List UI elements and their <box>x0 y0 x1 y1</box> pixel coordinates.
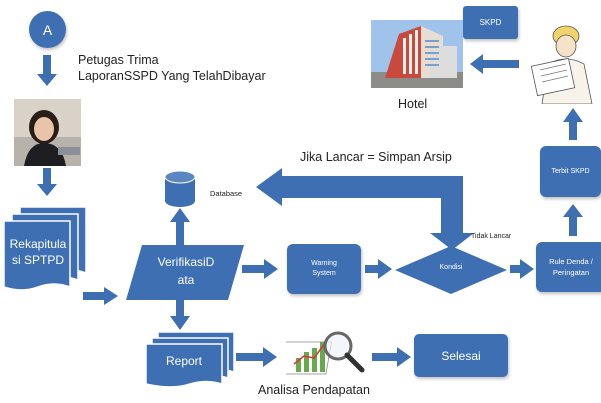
arrow-a-down <box>37 55 57 86</box>
hotel-image <box>371 20 463 88</box>
verifikasi-line1: VerifikasiD <box>157 255 215 269</box>
arrow-report-analisa <box>236 347 277 367</box>
start-connector-a: A <box>29 11 66 48</box>
arrow-to-skpd <box>470 54 519 74</box>
rekapitulasi-document: Rekapitula si SPTPD <box>4 207 86 293</box>
selesai-label: Selesai <box>441 348 481 363</box>
analisa-chart-illustration <box>279 328 368 378</box>
start-connector-label: A <box>42 21 53 38</box>
rule-line1: Rule Denda / <box>549 257 593 266</box>
warning-system-box: Warning System <box>287 244 361 294</box>
verifikasi-line2: ata <box>177 273 195 287</box>
verifikasi-data: VerifikasiD ata <box>126 245 244 300</box>
arrow-terbit-up <box>563 108 583 140</box>
person-photo <box>14 99 81 166</box>
report-document: Report <box>146 332 234 388</box>
arrow-analisa-selesai <box>372 347 411 367</box>
kondisi-decision: Kondisi <box>395 246 507 294</box>
warning-line2: System <box>312 270 336 277</box>
worker-illustration <box>522 6 601 105</box>
hotel-label: Hotel <box>398 97 428 111</box>
jika-lancar-label: Jika Lancar = Simpan Arsip <box>300 150 452 164</box>
rule-line2: Peringatan <box>552 268 590 277</box>
note-petugas: Petugas Trima LaporanSSPD Yang TelahDiba… <box>78 52 266 84</box>
rekapitulasi-line1: Rekapitula <box>9 237 67 251</box>
note-petugas-line1: Petugas Trima <box>78 53 159 67</box>
arrow-verif-down <box>170 300 190 330</box>
analisa-label: Analisa Pendapatan <box>258 383 370 397</box>
note-petugas-line2: LaporanSSPD Yang TelahDibayar <box>78 69 266 83</box>
database-cylinder <box>164 170 196 208</box>
tidak-lancar-label: Tidak Lancar <box>471 233 512 240</box>
rekapitulasi-line2: si SPTPD <box>11 253 64 267</box>
arrow-kondisi-database <box>256 168 474 250</box>
arrow-verif-warning <box>242 259 278 279</box>
skpd-box: SKPD <box>463 6 518 39</box>
warning-line1: Warning <box>311 260 337 267</box>
arrow-rule-up <box>563 204 583 236</box>
arrow-verif-up <box>170 208 190 245</box>
arrow-warning-kondisi <box>365 259 392 279</box>
terbit-skpd-box: Terbit SKPD <box>540 146 601 197</box>
report-label: Report <box>165 354 203 368</box>
selesai-box: Selesai <box>414 334 508 377</box>
rekapitulasi-label: Rekapitula si SPTPD <box>6 236 70 268</box>
terbit-label: Terbit SKPD <box>551 168 590 175</box>
rule-denda-box: Rule Denda / Peringatan <box>536 242 601 292</box>
skpd-label: SKPD <box>479 18 502 27</box>
arrow-person-down <box>37 168 57 196</box>
kondisi-label: Kondisi <box>439 264 463 271</box>
database-label: Database <box>210 189 243 198</box>
arrow-kondisi-rule <box>510 259 534 279</box>
arrow-rekap-right <box>83 287 118 305</box>
verifikasi-label: VerifikasiD ata <box>140 253 232 289</box>
